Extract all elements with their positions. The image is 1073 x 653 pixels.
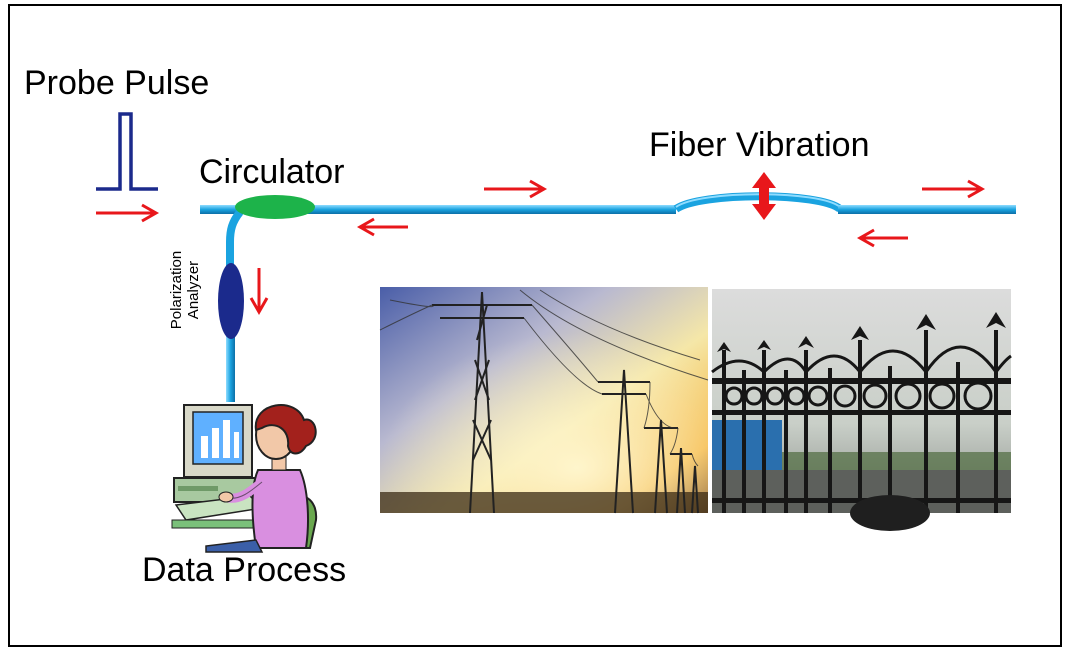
arrow-down-icon	[249, 268, 269, 316]
polarization-text: Polarization	[168, 250, 185, 330]
computer-user-clipart	[171, 404, 318, 553]
circulator-element	[235, 195, 315, 219]
arrow-left-icon	[356, 217, 408, 237]
polarization-analyzer-label: Polarization Analyzer	[168, 220, 208, 360]
analyzer-text: Analyzer	[185, 260, 202, 320]
circulator-label: Circulator	[199, 153, 345, 191]
vibration-arrow-icon	[752, 172, 776, 220]
arrow-right-icon	[484, 179, 548, 199]
data-process-label: Data Process	[142, 551, 347, 589]
probe-pulse-label: Probe Pulse	[24, 64, 210, 102]
arrow-right-icon	[96, 203, 160, 223]
polarization-analyzer	[218, 263, 244, 339]
fiber-vibration-label: Fiber Vibration	[649, 126, 870, 164]
propagation-arrows	[96, 179, 986, 316]
arrow-left-icon	[856, 228, 908, 248]
power-lines-photo	[379, 287, 709, 514]
arrow-right-icon	[922, 179, 986, 199]
iron-fence-photo	[711, 289, 1012, 531]
probe-pulse-waveform	[96, 112, 158, 191]
